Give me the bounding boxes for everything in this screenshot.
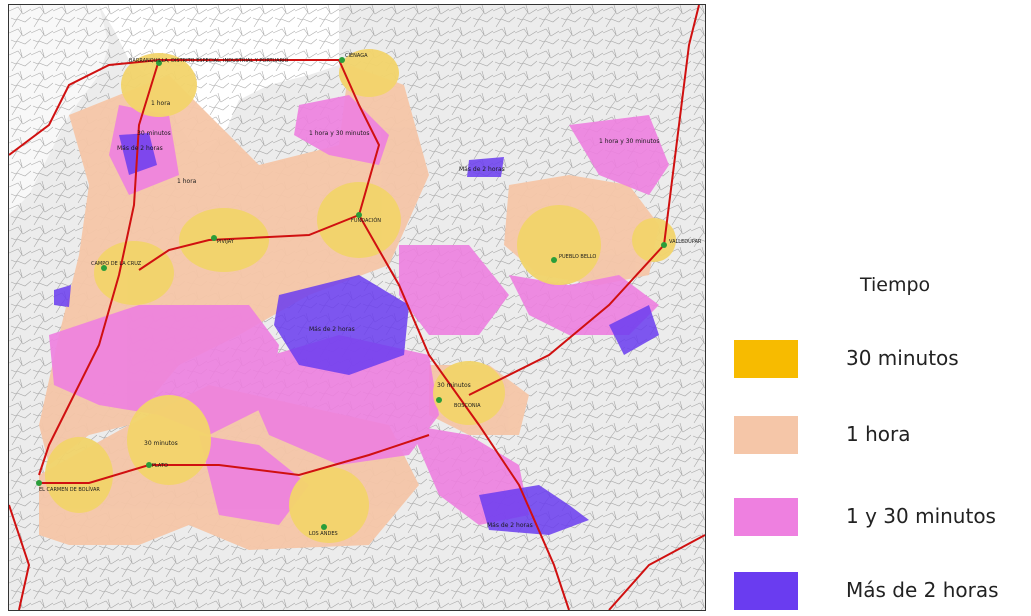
primary-roads [9,5,705,610]
zone-1-y-30-minutos [49,95,669,525]
town-label: EL CARMEN DE BOLÍVAR [39,486,100,493]
legend-swatch [734,416,798,454]
legend-label: 1 hora [846,422,911,446]
town-label: FUNDACIÓN [351,217,381,224]
town-label: BOSCONIA [454,403,481,409]
town-label: PUEBLO BELLO [559,254,596,260]
legend-swatch [734,340,798,378]
town-label: BARRANQUILLA, DISTRITO ESPECIAL, INDUSTR… [129,58,289,64]
town-label: CAMPO DE LA CRUZ [91,261,142,267]
zone-label: 1 hora y 30 minutos [309,130,370,137]
zone-label: 1 hora y 30 minutos [599,138,660,145]
settlements [36,57,667,530]
legend-label: Más de 2 horas [846,578,999,602]
map-canvas: BARRANQUILLA, DISTRITO ESPECIAL, INDUSTR… [9,5,705,610]
zone-label: Más de 2 horas [459,166,505,173]
zone-label: 30 minutos [437,382,471,389]
zone-label: Más de 2 horas [117,145,163,152]
zone-label: Más de 2 horas [309,326,355,333]
zone-label: 1 hora [151,100,171,107]
legend-item-30-minutos: 30 minutos [734,340,1031,384]
legend-item-1-hora: 1 hora [734,416,1031,460]
legend-label: 30 minutos [846,346,959,370]
town-label: CIÉNAGA [345,51,368,59]
town-label: VALLEDUPAR [669,239,702,245]
travel-time-map: BARRANQUILLA, DISTRITO ESPECIAL, INDUSTR… [8,4,706,611]
zone-mas-de-2-horas [54,133,659,535]
zone-label: Más de 2 horas [487,522,533,529]
legend-label: 1 y 30 minutos [846,504,996,528]
town-label: PIVIJAY [217,239,235,245]
zone-label: 1 hora [177,178,197,185]
town-label: PLATO [152,463,168,469]
legend-title: Tiempo [860,274,931,296]
zone-label: 30 minutos [137,130,171,137]
legend-item-mas-de-2-horas: Más de 2 horas [734,572,1031,616]
zone-label: 30 minutos [144,440,178,447]
legend-swatch [734,572,798,610]
legend-item-1-y-30-minutos: 1 y 30 minutos [734,498,1031,542]
legend-swatch [734,498,798,536]
town-label: LOS ANDES [309,531,338,537]
